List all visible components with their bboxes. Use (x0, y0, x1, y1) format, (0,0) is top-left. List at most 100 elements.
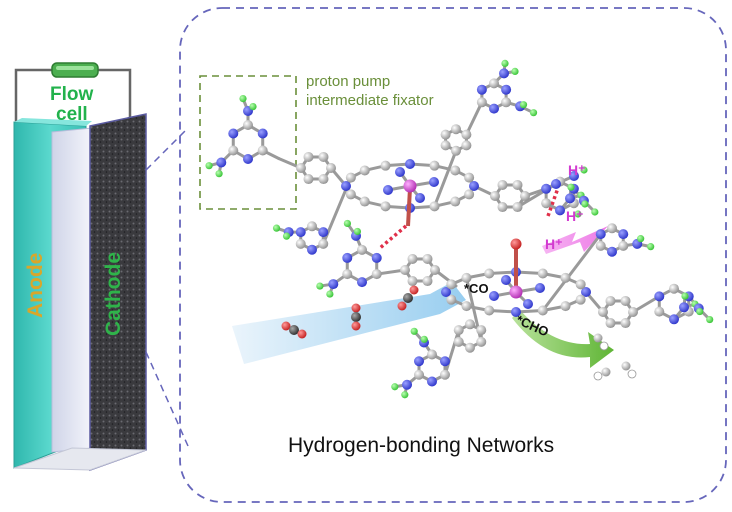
proton-label-2: H⁺ (566, 208, 584, 224)
fixator-label-line1: proton pump (306, 73, 391, 90)
carbon-atom (605, 318, 616, 329)
carbon-atom (357, 244, 367, 255)
carbon-atom (307, 221, 317, 232)
nitrogen-atom (535, 283, 545, 293)
carbon-atom (422, 276, 433, 287)
carbon-atom (476, 97, 487, 108)
carbon-atom (541, 198, 552, 209)
nitrogen-atom (405, 159, 415, 169)
carbon-atom (560, 272, 571, 283)
carbon-atom (295, 238, 306, 249)
carbon-atom (461, 301, 472, 312)
nitrogen-atom (243, 154, 253, 164)
nitrogen-atom (307, 244, 317, 255)
hydrogen-atom (420, 335, 428, 343)
nitrogen-atom (511, 307, 521, 317)
carbon-atom (464, 172, 475, 183)
nitrogen-atom (501, 275, 511, 285)
carbon-atom (429, 201, 440, 212)
adsorbate-oxygen (510, 238, 522, 250)
carbon-atom (318, 174, 329, 185)
nitrogen-atom (501, 84, 512, 95)
nitrogen-atom (499, 68, 509, 79)
carbon-atom (484, 268, 495, 279)
hydrogen-bond (378, 224, 408, 250)
proton-label-1: H⁺ (568, 162, 586, 178)
fixator-box (199, 75, 297, 210)
hydrogen-bond-dashes (378, 187, 560, 250)
carbon-atom (489, 78, 499, 89)
covalent-bond (432, 149, 458, 208)
carbon-atom (607, 223, 617, 234)
hydrogen-atom (205, 162, 213, 170)
carbon-atom (461, 129, 472, 140)
carbon-atom (243, 120, 253, 130)
hydrogen-atom (706, 315, 714, 324)
carbon-atom (465, 342, 475, 353)
nitrogen-atom (427, 376, 437, 387)
carbon-atom (512, 179, 523, 190)
carbon-atom (407, 253, 418, 264)
carbon-atom (296, 163, 306, 173)
nitrogen-atom (216, 157, 227, 168)
carbon-atom (318, 238, 329, 249)
nitrogen-atom (439, 356, 450, 367)
carbon-atom (465, 319, 475, 330)
carbon-atom (461, 272, 472, 283)
carbon-atom (476, 325, 487, 336)
proton-label-3: H⁺ (545, 236, 563, 252)
nitrogen-atom (357, 277, 367, 288)
covalent-bond (541, 232, 603, 312)
carbon-atom (342, 269, 353, 280)
product-molecule (621, 361, 637, 379)
nitrogen-atom (469, 181, 479, 191)
nitrogen-atom (257, 128, 268, 139)
carbon-atom (669, 283, 679, 294)
carbon-atom (451, 145, 461, 156)
hydrogen-atom (215, 170, 223, 178)
co2-molecule (281, 321, 307, 339)
carbon-atom (628, 307, 638, 317)
nitrogen-atom (402, 379, 413, 390)
carbon-atom (497, 202, 508, 213)
fixator-label-line2: intermediate fixator (306, 92, 434, 109)
carbon-atom (595, 240, 606, 251)
carbon-atom (303, 151, 314, 162)
carbon-atom (380, 160, 391, 171)
axial-ligand-top (406, 187, 412, 227)
nitrogen-atom (565, 193, 575, 204)
nitrogen-atom (476, 84, 487, 95)
hydrogen-atom (647, 243, 655, 251)
hydrogen-atom (580, 166, 588, 174)
carbon-atom (303, 174, 314, 185)
hydrogen-atom (249, 103, 257, 111)
carbon-atom (560, 301, 571, 312)
hydrogen-atom (529, 109, 538, 117)
membrane (51, 127, 93, 453)
nitrogen-atom (328, 279, 339, 290)
nitrogen-atom (618, 229, 629, 240)
metal-center-bottom (509, 285, 523, 299)
carbon-atom (464, 189, 475, 200)
carbon-atom (618, 240, 629, 251)
nitrogen-atom (415, 193, 425, 203)
covalent-bond (631, 294, 661, 314)
carbon-atom (439, 369, 450, 380)
hydrogen-atom (501, 59, 509, 67)
carbon-atom (422, 253, 433, 264)
carbon-atom (501, 97, 512, 108)
carbon-atom (497, 179, 508, 190)
carbon-atom (453, 325, 464, 336)
carbon-atom (326, 163, 336, 173)
carbon-atom (371, 269, 382, 280)
co-intermediate-label: *CO (464, 281, 489, 296)
hydrogen-atom (511, 67, 519, 75)
flow-cell-illustration (13, 62, 147, 472)
carbon-atom (429, 160, 440, 171)
carbon-atom (537, 305, 548, 316)
nitrogen-atom (595, 229, 606, 240)
carbon-atom (318, 151, 329, 162)
molecular-atoms (205, 59, 714, 399)
nitrogen-atom (541, 183, 552, 194)
nitrogen-atom (441, 287, 451, 297)
